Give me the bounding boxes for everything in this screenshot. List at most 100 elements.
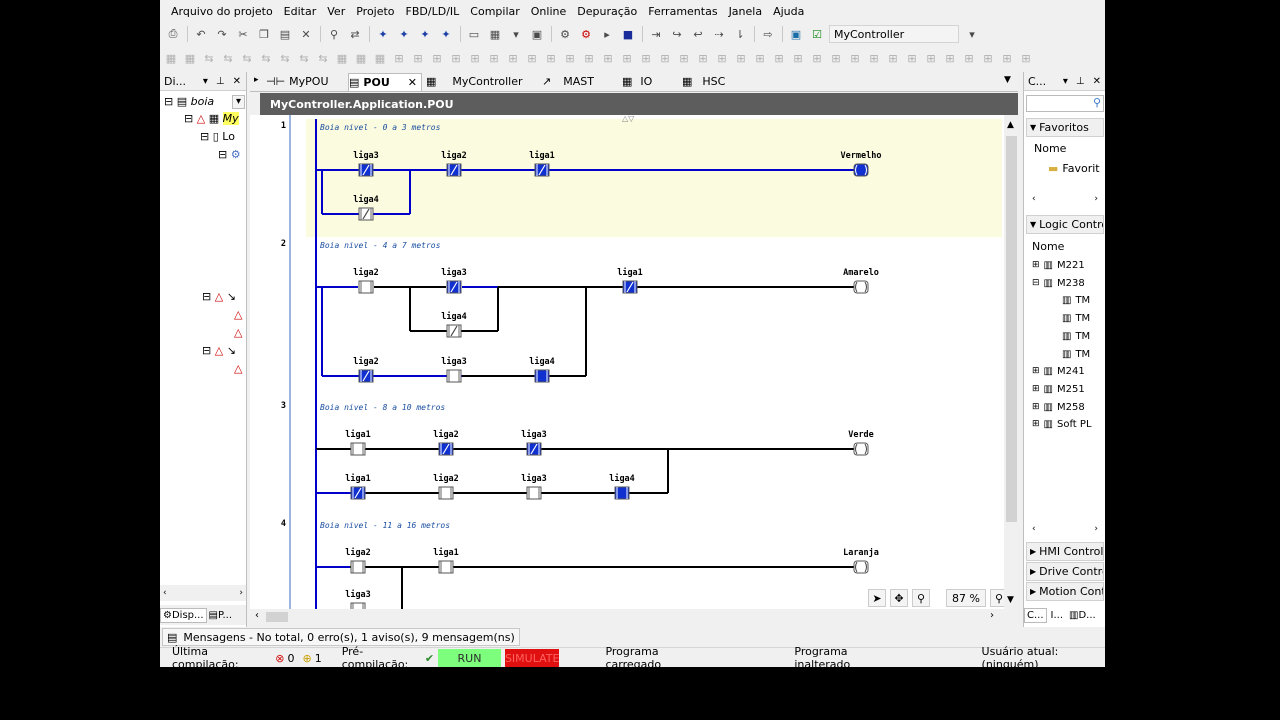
step-over-icon[interactable]: ↪ <box>672 27 682 41</box>
tab-mycontroller[interactable]: ▦MyController <box>426 75 523 88</box>
step-icon[interactable]: ⇂ <box>735 27 745 41</box>
scroll-tabs-icon[interactable]: ▸ <box>254 75 259 85</box>
scroll-left-icon[interactable]: ‹ <box>1032 194 1036 204</box>
breakpoint-icon[interactable]: ✦ <box>378 27 388 41</box>
collapse-icon[interactable]: ⊟ <box>202 290 212 303</box>
ld-tool-icon[interactable]: ⊞ <box>603 51 613 65</box>
chevron-down-icon[interactable]: ▾ <box>202 75 208 87</box>
tab-pou[interactable]: ▤POU ✕ <box>348 73 422 91</box>
breakpoint-add-icon[interactable]: ✦ <box>399 27 409 41</box>
collapse-icon[interactable]: ⊟ <box>218 148 228 161</box>
ld-tool-icon[interactable]: ⊞ <box>755 51 765 65</box>
ld-tool-icon[interactable]: ⊞ <box>831 51 841 65</box>
coil[interactable] <box>853 560 869 574</box>
menu-window[interactable]: Janela <box>728 4 763 18</box>
scroll-down-icon[interactable]: ▼ <box>1007 595 1014 605</box>
menu-tools[interactable]: Ferramentas <box>648 4 718 18</box>
tab-mypou[interactable]: ⊣⊢MyPOU <box>266 75 329 88</box>
left-hscroll[interactable]: ‹› <box>160 585 246 601</box>
controller-item[interactable]: ▥TM <box>1062 349 1090 360</box>
scroll-right-icon[interactable]: › <box>1094 524 1098 534</box>
chevron-down-icon[interactable]: ▾ <box>232 95 245 109</box>
contact[interactable] <box>614 486 630 500</box>
ld-tool-icon[interactable]: ▦ <box>336 51 348 65</box>
tree-row-a[interactable]: ⊟ △ ↘ <box>202 290 236 303</box>
delete-icon[interactable]: ✕ <box>301 27 311 41</box>
tab-hsc[interactable]: ▦HSC <box>682 75 726 88</box>
collapse-icon[interactable]: ⊟ <box>202 344 212 357</box>
tree-row-controller[interactable]: ⊟ △ ▦ My <box>184 112 239 125</box>
expand-icon[interactable]: ▶ <box>1030 547 1037 556</box>
ld-tool-icon[interactable]: ⊞ <box>945 51 955 65</box>
chevron-down-icon[interactable]: ▼ <box>1004 75 1011 85</box>
contact[interactable] <box>526 486 542 500</box>
scroll-left-icon[interactable]: ‹ <box>255 610 259 621</box>
dropdown-arrow-icon[interactable]: ▾ <box>513 27 519 41</box>
replace-icon[interactable]: ⇄ <box>350 27 360 41</box>
window-icon[interactable]: ▭ <box>468 27 480 41</box>
search-icon[interactable]: ⚲ <box>1092 96 1101 109</box>
expand-icon[interactable]: ⊞ <box>1032 366 1040 377</box>
zoom-level[interactable]: 87 % <box>946 589 986 607</box>
error-count[interactable]: 0 <box>287 651 295 665</box>
ld-tool-icon[interactable]: ⇆ <box>318 51 328 65</box>
ld-tool-icon[interactable]: ⊞ <box>413 51 423 65</box>
ld-tool-icon[interactable]: ⊞ <box>926 51 936 65</box>
favorites-item[interactable]: ▬Favorit <box>1048 162 1100 175</box>
stop-icon[interactable]: ■ <box>622 27 634 41</box>
favorites-hscroll[interactable]: ‹› <box>1026 194 1104 208</box>
close-icon[interactable]: ✕ <box>232 75 241 87</box>
ld-tool-icon[interactable]: ⊞ <box>394 51 404 65</box>
breakpoint-toggle-icon[interactable]: ✦ <box>420 27 430 41</box>
tab-io[interactable]: ▦IO <box>622 75 653 88</box>
ld-tool-icon[interactable]: ⊞ <box>698 51 708 65</box>
ld-tool-icon[interactable]: ⊞ <box>584 51 594 65</box>
ld-tool-icon[interactable]: ⊞ <box>451 51 461 65</box>
contact[interactable] <box>534 369 550 383</box>
logout-icon[interactable]: ⚙ <box>581 27 591 41</box>
ld-tool-icon[interactable]: ⊞ <box>622 51 632 65</box>
vscroll-thumb[interactable] <box>1006 136 1017 522</box>
menu-build[interactable]: Compilar <box>470 4 520 18</box>
motion-controller-section[interactable]: ▶Motion Contro <box>1026 582 1104 601</box>
menu-edit[interactable]: Editar <box>283 4 317 18</box>
contact[interactable] <box>350 560 366 574</box>
ld-tool-icon[interactable]: ⊞ <box>850 51 860 65</box>
zoom-fit-icon[interactable]: ⚲ <box>990 589 1004 607</box>
step-out-icon[interactable]: ↩ <box>693 27 703 41</box>
controller-item[interactable]: ⊞▥M221 <box>1032 260 1085 271</box>
menu-file[interactable]: Arquivo do projeto <box>171 4 273 18</box>
ld-tool-icon[interactable]: ⊞ <box>983 51 993 65</box>
zoom-icon[interactable]: ⚲ <box>912 589 930 607</box>
collapse-up-icon[interactable]: △▽ <box>622 115 635 123</box>
tab-info[interactable]: I... <box>1050 609 1064 621</box>
ld-tool-icon[interactable]: ⇆ <box>299 51 309 65</box>
scroll-right-icon[interactable]: › <box>990 610 994 621</box>
tree-combo[interactable]: boia <box>190 95 215 108</box>
ld-tool-icon[interactable]: ⊞ <box>546 51 556 65</box>
tab-catalog[interactable]: C... <box>1024 607 1047 623</box>
tree-row-logic[interactable]: ⊟ ▯ Lo <box>200 130 235 143</box>
controller-item[interactable]: ⊞▥M258 <box>1032 402 1085 413</box>
expand-icon[interactable]: ⊞ <box>1032 260 1040 270</box>
logic-hscroll[interactable]: ‹› <box>1026 524 1104 538</box>
ld-tool-icon[interactable]: ⇆ <box>280 51 290 65</box>
menu-debug[interactable]: Depuração <box>577 4 638 18</box>
start-icon[interactable]: ▸ <box>604 27 610 41</box>
expand-icon[interactable]: ⊞ <box>1032 401 1040 412</box>
menu-fbd[interactable]: FBD/LD/IL <box>405 4 460 18</box>
chevron-down-icon[interactable]: ▾ <box>1062 75 1068 87</box>
collapse-icon[interactable]: ▼ <box>1030 123 1037 132</box>
scroll-right-icon[interactable]: › <box>239 588 243 598</box>
coil[interactable] <box>853 163 869 177</box>
ld-tool-icon[interactable]: ⇆ <box>242 51 252 65</box>
build-icon[interactable]: ▦ <box>489 27 501 41</box>
ld-tool-icon[interactable]: ⇆ <box>261 51 271 65</box>
tree-row-a1[interactable]: △ <box>234 308 242 321</box>
ld-tool-icon[interactable]: ⊞ <box>470 51 480 65</box>
pin-icon[interactable]: ⊥ <box>1075 75 1085 87</box>
menu-help[interactable]: Ajuda <box>773 4 805 18</box>
device-combo[interactable]: MyController <box>829 25 959 43</box>
collapse-icon[interactable]: ⊟ <box>1032 277 1040 288</box>
undo-icon[interactable]: ↶ <box>196 27 206 41</box>
